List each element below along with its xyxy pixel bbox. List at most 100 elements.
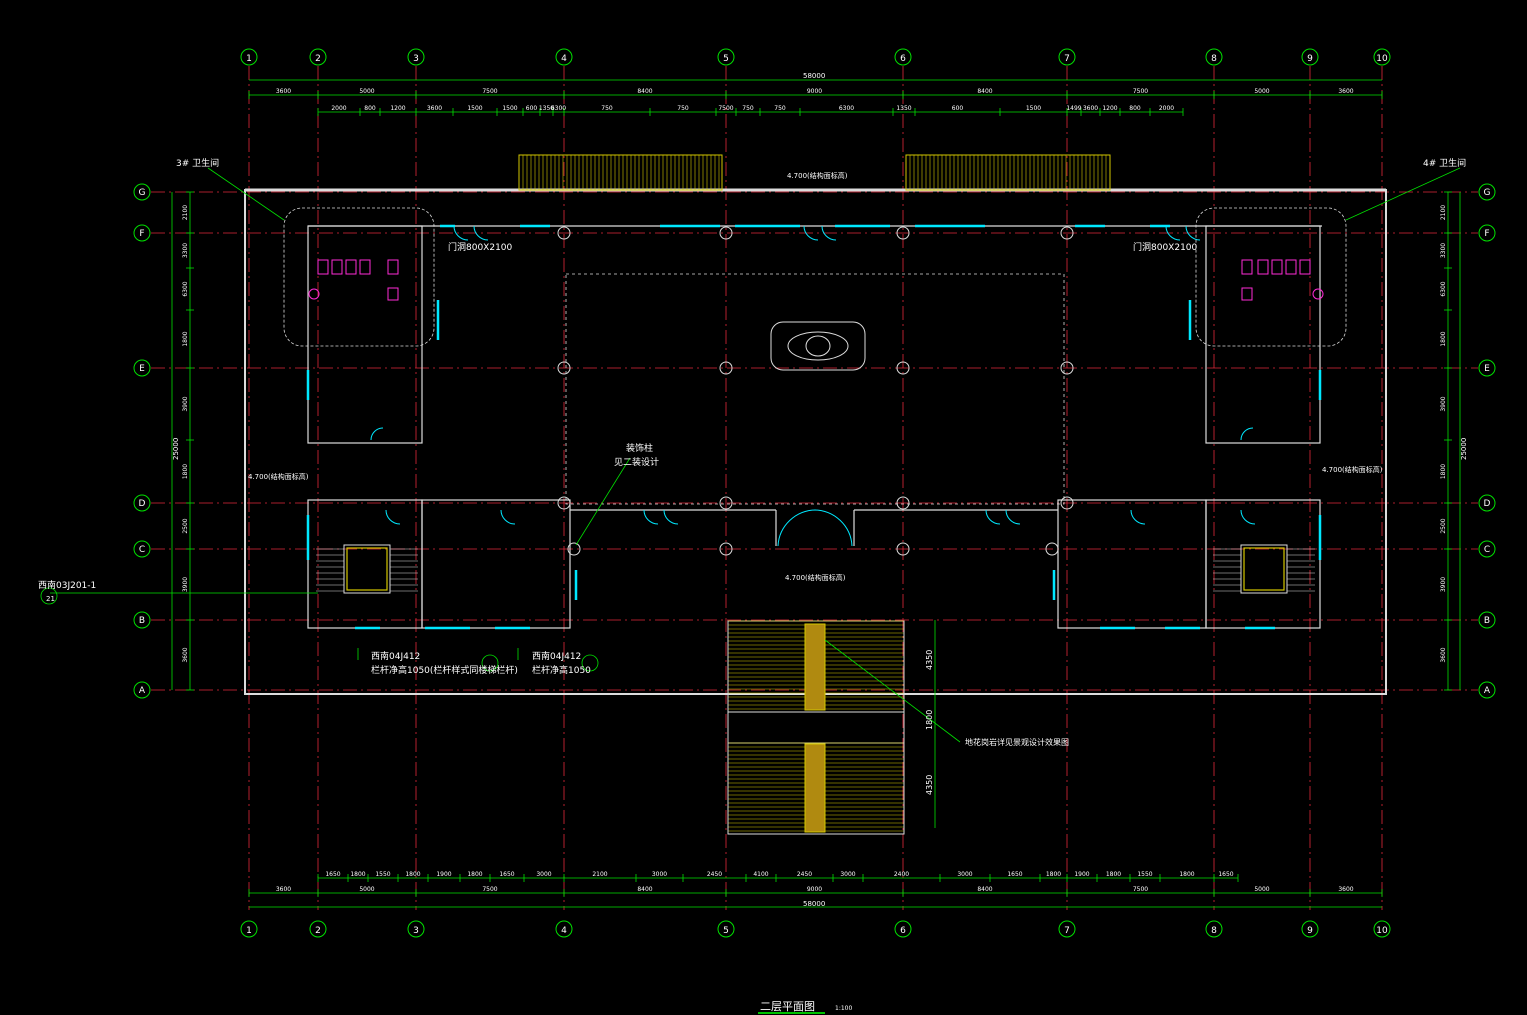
axis-bubble <box>133 224 151 242</box>
axis-bubble <box>1205 48 1223 66</box>
dim-text: 2500 <box>182 518 189 533</box>
column <box>557 361 571 375</box>
door-swing <box>643 509 659 525</box>
elevation-center-label: 4.700(结构面标高) <box>787 171 848 180</box>
dim-text: 7500 <box>482 886 497 893</box>
axis-bubble <box>133 183 151 201</box>
dim-text: 5000 <box>359 88 374 95</box>
toilet-fixture <box>1241 287 1253 301</box>
door-swing <box>663 509 679 525</box>
axis-bubble <box>1478 540 1496 558</box>
dim-text: 7500 <box>718 105 733 112</box>
column <box>719 542 733 556</box>
axis-label: G <box>1484 188 1491 198</box>
dim-text: 1800 <box>1106 871 1121 878</box>
axis-label: 10 <box>1376 54 1388 64</box>
axis-bubble <box>1301 48 1319 66</box>
dim-text: 1650 <box>499 871 514 878</box>
column <box>896 496 910 510</box>
dim-text: 1500 <box>467 105 482 112</box>
axis-bubble <box>1373 920 1391 938</box>
dim-text: 6300 <box>551 105 566 112</box>
column <box>896 226 910 240</box>
axis-label: 6 <box>900 54 906 64</box>
dim-text: 5000 <box>1254 88 1269 95</box>
axis-label: 8 <box>1211 926 1217 936</box>
axis-bubble <box>407 48 425 66</box>
top-steps-left <box>518 154 723 191</box>
dim-text: 1800 <box>182 464 189 479</box>
leader-line <box>1345 167 1461 221</box>
axis-bubble <box>894 920 912 938</box>
dim-text: 3900 <box>1440 577 1447 592</box>
central-feature-core <box>805 335 831 357</box>
atrium-void <box>565 273 1065 505</box>
railing-ref-1: 西南04J412 <box>371 650 420 662</box>
axis-bubble <box>309 48 327 66</box>
dim-4350-upper: 4350 <box>925 650 934 670</box>
dim-text: 3300 <box>1440 243 1447 258</box>
dim-text: 1800 <box>350 871 365 878</box>
deco-column-note: 见二装设计 <box>614 456 659 468</box>
dim-text: 1800 <box>1046 871 1061 878</box>
axis-label: C <box>139 545 145 555</box>
dim-text: 3600 <box>1083 105 1098 112</box>
dim-text: 3000 <box>536 871 551 878</box>
dim-text: 1500 <box>502 105 517 112</box>
axis-label: A <box>1484 686 1491 696</box>
door-swing <box>821 225 837 241</box>
door-swing <box>370 427 384 441</box>
axis-bubble <box>894 48 912 66</box>
left-room <box>421 499 571 629</box>
dim-text: 1800 <box>467 871 482 878</box>
dim-text: 3600 <box>1338 88 1353 95</box>
axis-label: 4 <box>561 54 567 64</box>
toilet-fixture <box>387 287 399 301</box>
landscape-note: 地花岗岩详见景观设计效果图 <box>965 737 1069 747</box>
dim-text: 3300 <box>182 243 189 258</box>
stair-core <box>1240 544 1288 594</box>
left-stair-block <box>307 499 423 629</box>
toilet-fixture <box>1299 259 1311 275</box>
toilet-4-outline <box>1195 207 1347 347</box>
dim-text: 1800 <box>1179 871 1194 878</box>
axis-label: D <box>1484 499 1491 509</box>
axis-bubble <box>1478 681 1496 699</box>
dim-text: 1650 <box>1007 871 1022 878</box>
axis-bubble <box>1058 920 1076 938</box>
axis-bubble <box>1205 920 1223 938</box>
dim-text: 750 <box>601 105 613 112</box>
central-feature-ring <box>787 331 849 361</box>
dim-text: 1900 <box>1074 871 1089 878</box>
column <box>1060 226 1074 240</box>
axis-label: 3 <box>413 926 419 936</box>
door-left-label: 门洞800X2100 <box>448 241 513 253</box>
railing-note-1: 栏杆净高1050(栏杆样式同楼梯栏杆) <box>371 664 518 676</box>
left-upper-block <box>307 225 423 444</box>
dim-text: 600 <box>526 105 538 112</box>
axis-label: 6 <box>900 926 906 936</box>
axis-bubble <box>717 920 735 938</box>
axis-label: 1 <box>246 54 252 64</box>
dim-text: 8400 <box>977 886 992 893</box>
dim-text: 3600 <box>182 647 189 662</box>
axis-label: 9 <box>1307 926 1313 936</box>
dim-text: 4100 <box>753 871 768 878</box>
deco-column-label: 装饰柱 <box>626 442 653 454</box>
overall-width-bottom: 58000 <box>803 900 825 908</box>
column <box>719 496 733 510</box>
axis-bubble <box>717 48 735 66</box>
dim-text: 1800 <box>405 871 420 878</box>
axis-bubble <box>133 494 151 512</box>
dim-text: 600 <box>952 105 964 112</box>
column <box>557 496 571 510</box>
axis-bubble <box>133 681 151 699</box>
dim-text: 1800 <box>1440 331 1447 346</box>
dim-text: 9000 <box>807 886 822 893</box>
toilet-fixture <box>331 259 343 275</box>
axis-label: E <box>139 364 145 374</box>
dim-text: 750 <box>677 105 689 112</box>
drawing-scale: 1:100 <box>835 1005 852 1012</box>
